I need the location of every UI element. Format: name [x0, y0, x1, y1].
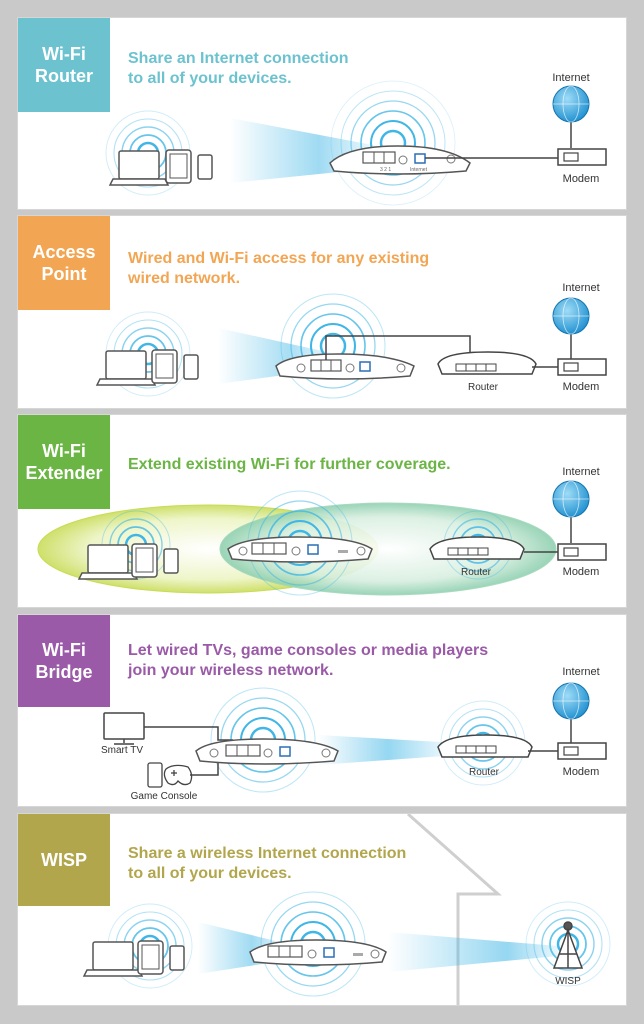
router-icon	[437, 734, 533, 758]
internet-label: Internet	[562, 466, 599, 478]
panel-wifi-bridge: Wi-Fi Bridge Let wired TVs, game console…	[17, 614, 627, 807]
access-point-icon	[275, 353, 415, 380]
modem-label: Modem	[563, 173, 600, 185]
phone-icon	[183, 354, 199, 380]
panel-wifi-router: Wi-Fi Router Share an Internet connectio…	[17, 17, 627, 210]
tv-icon	[103, 712, 145, 745]
port-internet-label: Internet	[410, 167, 428, 173]
mode-description-extender: Extend existing Wi-Fi for further covera…	[128, 456, 451, 473]
globe-icon	[552, 682, 590, 720]
modem-label: Modem	[563, 766, 600, 778]
internet-label: Internet	[552, 72, 589, 84]
coverage-area	[219, 502, 557, 596]
cable	[144, 726, 233, 741]
tablet-icon	[151, 349, 178, 384]
modem-icon	[557, 358, 607, 376]
modem-icon	[557, 148, 607, 166]
tower-icon	[552, 921, 584, 969]
panel-wisp: WISP Share a wireless Internet connectio…	[17, 813, 627, 1006]
laptop-icon	[95, 350, 157, 386]
router-label: Router	[461, 567, 492, 578]
router-icon	[437, 351, 537, 375]
panel-wifi-extender: Wi-Fi Extender Extend existing Wi-Fi for…	[17, 414, 627, 608]
modem-label: Modem	[563, 566, 600, 578]
tablet-icon	[131, 543, 158, 578]
laptop-icon	[77, 544, 139, 580]
extender-diagram: Router Internet Modem	[37, 466, 607, 596]
cable	[325, 335, 471, 361]
bridge-icon	[195, 738, 339, 765]
globe-icon	[552, 85, 590, 123]
ap-signal-waves	[280, 293, 386, 399]
tablet-icon	[165, 149, 192, 184]
panel-access-point: Access Point Wired and Wi-Fi access for …	[17, 215, 627, 409]
wisp-label: WISP	[555, 976, 581, 987]
phone-icon	[163, 548, 179, 574]
modem-icon	[557, 543, 607, 561]
router-diagram: 3 2 1 Internet Internet Modem	[105, 72, 607, 206]
router-label: Router	[468, 382, 499, 393]
laptop-icon	[82, 941, 144, 977]
mode-description-access-point: Wired and Wi-Fi access for any existing …	[128, 250, 430, 287]
globe-icon	[552, 297, 590, 335]
mode-badge-router: Wi-Fi Router	[18, 18, 110, 112]
mode-description-wisp: Share a wireless Internet connection to …	[128, 845, 407, 882]
signal-beam	[318, 735, 458, 765]
globe-icon	[552, 480, 590, 518]
divider-line	[407, 814, 502, 1005]
signal-beam	[388, 932, 558, 972]
modem-icon	[557, 742, 607, 760]
phone-icon	[169, 945, 185, 971]
mode-badge-wisp: WISP	[18, 814, 110, 906]
mode-description-bridge: Let wired TVs, game consoles or media pl…	[128, 642, 489, 679]
router-icon	[249, 939, 387, 966]
extender-icon	[227, 536, 373, 563]
bridge-diagram: Smart TV Game Console	[101, 666, 607, 802]
mode-badge-access-point: Access Point	[18, 216, 110, 310]
wisp-diagram: WISP	[82, 814, 611, 1005]
smart-tv-label: Smart TV	[101, 745, 143, 756]
router-icon: 3 2 1 Internet	[329, 145, 471, 175]
internet-label: Internet	[562, 282, 599, 294]
internet-label: Internet	[562, 666, 599, 678]
modem-label: Modem	[563, 381, 600, 393]
gamepad-icon	[147, 762, 193, 788]
router-icon	[429, 536, 525, 560]
mode-badge-bridge: Wi-Fi Bridge	[18, 615, 110, 707]
access-point-diagram: Router Internet Modem	[95, 282, 607, 399]
port-numbers: 3 2 1	[380, 167, 391, 173]
tablet-icon	[137, 940, 164, 975]
game-console-label: Game Console	[131, 791, 198, 802]
router-label: Router	[469, 767, 500, 778]
laptop-icon	[108, 150, 170, 186]
mode-badge-extender: Wi-Fi Extender	[18, 415, 110, 509]
mode-description-router: Share an Internet connection to all of y…	[128, 50, 349, 87]
phone-icon	[197, 154, 213, 180]
